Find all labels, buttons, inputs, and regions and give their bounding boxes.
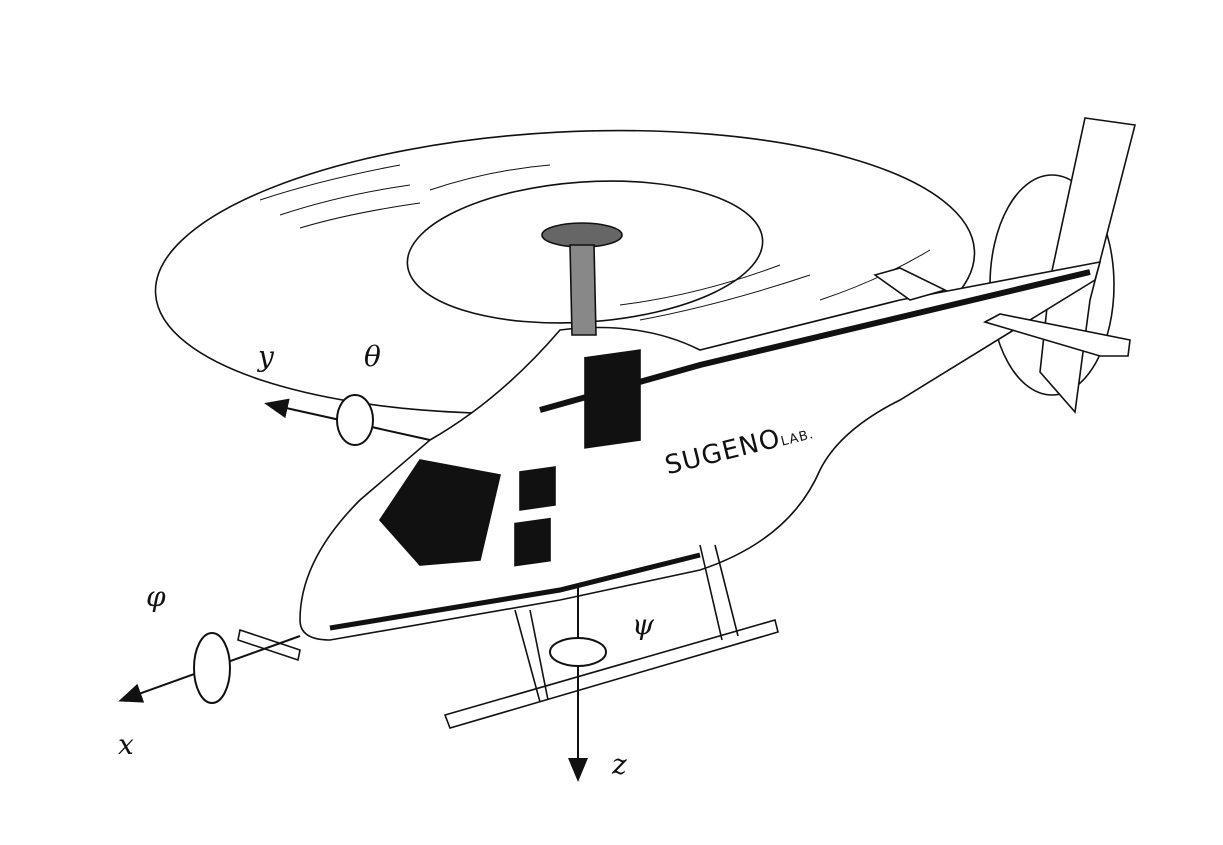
cabin-window: [584, 349, 641, 449]
rotor-mast: [569, 244, 597, 336]
rotor-hub: [541, 222, 623, 248]
door-window-lower: [514, 517, 551, 567]
fuselage-lower-stripe: [329, 552, 701, 631]
y-axis-label: y: [258, 340, 274, 373]
windshield: [378, 459, 501, 566]
z-axis-label: z: [612, 748, 627, 781]
door-window-upper: [519, 466, 556, 511]
pitch-rotation-arrow: [336, 394, 374, 446]
roll-rotation-arrow: [193, 632, 231, 704]
pitch-label: θ: [364, 340, 381, 373]
front-skid: [443, 619, 779, 729]
skid-struts: [514, 544, 739, 703]
right-stabilizer: [982, 313, 1131, 357]
x-axis-label: x: [118, 728, 134, 761]
yaw-rotation-arrow: [549, 637, 607, 667]
left-stabilizer: [873, 267, 948, 301]
rotor-blur-lines: [259, 164, 931, 321]
yaw-label: ψ: [632, 608, 654, 641]
roll-label: φ: [146, 580, 166, 613]
